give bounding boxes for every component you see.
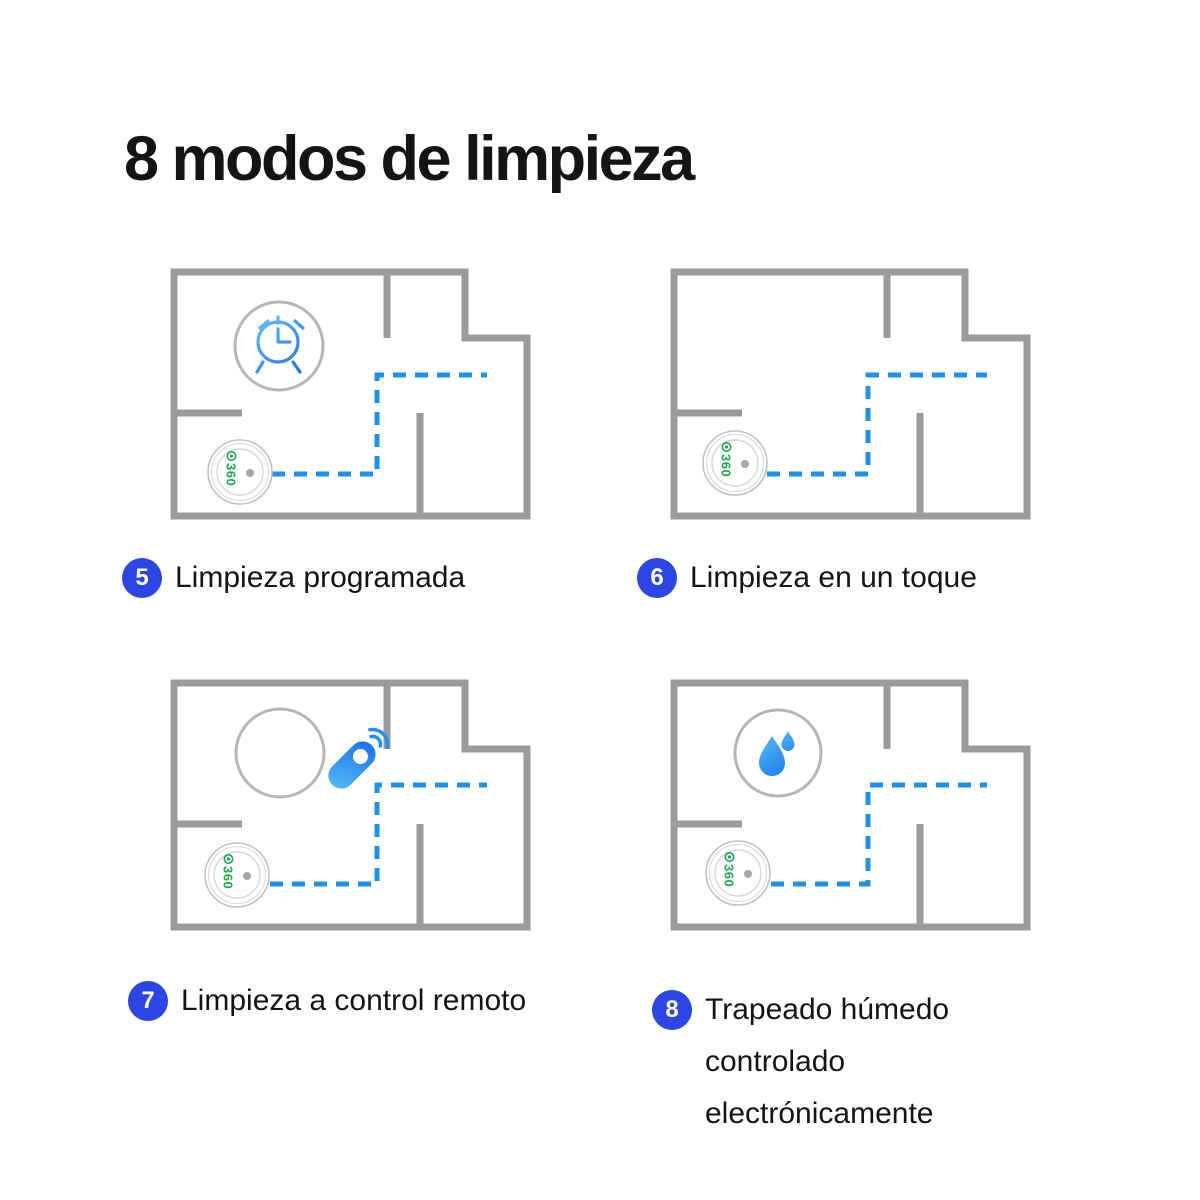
- mode-number-badge: 6: [637, 558, 677, 598]
- robot-vacuum: [705, 840, 771, 906]
- water-drops-icon: [759, 731, 795, 776]
- mode-label: Limpieza en un toque: [690, 561, 977, 594]
- robot-vacuum: [207, 439, 273, 505]
- floor-plan-remote-control-cleaning: [170, 679, 531, 931]
- mode-item-6: 6 Limpieza en un toque: [637, 558, 977, 598]
- mode-item-5: 5 Limpieza programada: [122, 558, 465, 598]
- mode-item-8: 8 Trapeado húmedo controlado electrónica…: [652, 984, 1005, 1140]
- mode-number-badge: 5: [122, 558, 162, 598]
- room-circle: [234, 707, 326, 799]
- cleaning-path: [272, 372, 487, 477]
- cleaning-path: [767, 372, 987, 477]
- floor-plan-wet-mopping: [670, 679, 1031, 931]
- alarm-clock-icon: [233, 300, 325, 392]
- robot-vacuum: [702, 430, 768, 496]
- mode-label: Limpieza a control remoto: [181, 984, 527, 1017]
- cleaning-path: [270, 782, 487, 887]
- floor-plan-scheduled-cleaning: [170, 268, 531, 520]
- cleaning-path: [771, 782, 987, 887]
- robot-vacuum: [204, 842, 270, 908]
- remote-control-icon: [328, 727, 390, 789]
- mode-label: Trapeado húmedo controlado electrónicame…: [705, 993, 950, 1130]
- page-title: 8 modos de limpieza: [124, 124, 695, 194]
- mode-item-7: 7 Limpieza a control remoto: [128, 981, 526, 1021]
- mode-number-badge: 8: [652, 990, 692, 1030]
- mode-number-badge: 7: [128, 981, 168, 1021]
- mode-label: Limpieza programada: [175, 561, 466, 594]
- floor-plan-one-touch-cleaning: [670, 268, 1031, 520]
